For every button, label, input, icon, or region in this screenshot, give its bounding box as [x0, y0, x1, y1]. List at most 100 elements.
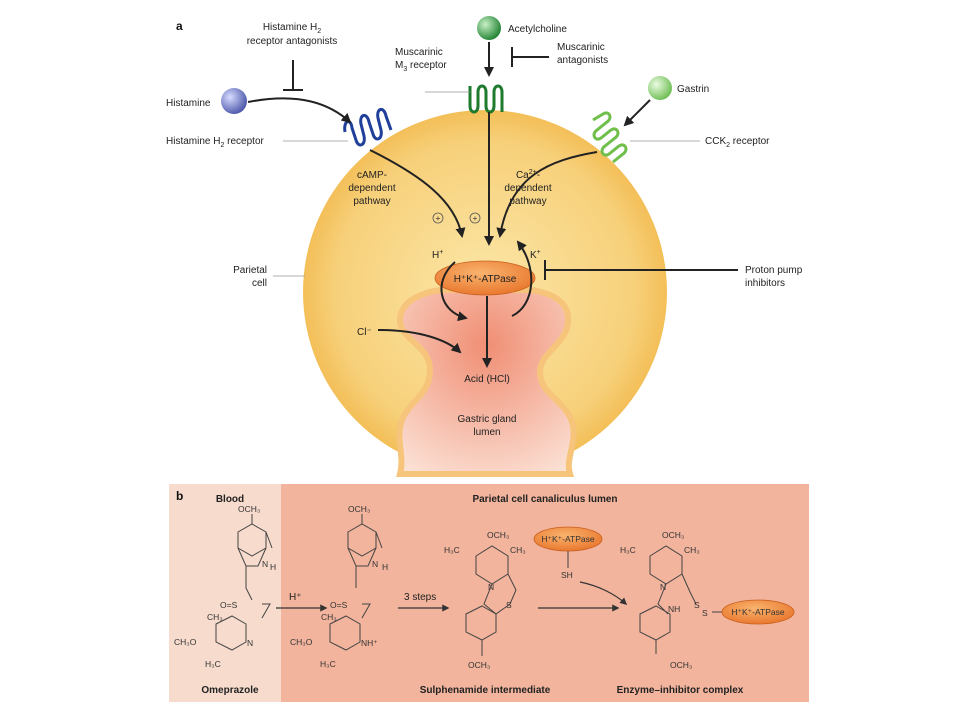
atpase-top-label: H⁺K⁺-ATPase [541, 534, 594, 544]
complex-label: Enzyme–inhibitor complex [617, 685, 744, 696]
sulphenamide-structure: OCH₃ H₃C CH₃ N S OCH₃ [444, 530, 526, 670]
omeprazole-structure: OCH₃ N H O=S CH₃ CH₃O H₃C N [174, 504, 276, 669]
cck2-receptor [592, 111, 628, 164]
om-n-2: N [247, 638, 253, 648]
ca-pathway-arrow [496, 151, 598, 238]
ppi-block [544, 260, 738, 280]
pr-h3c: H₃C [320, 659, 336, 669]
om-h3c: H₃C [205, 659, 221, 669]
su-h3c: H₃C [444, 545, 460, 555]
om-ch3o: CH₃O [174, 637, 197, 647]
atpase-right [721, 599, 795, 625]
pr-ch3: CH₃ [321, 612, 337, 622]
camp-label-2: dependent [348, 183, 395, 194]
ca-label-3: pathway [509, 196, 546, 207]
acid-label: Acid (HCl) [464, 374, 510, 385]
co-nh: NH [668, 604, 680, 614]
canaliculus-label: Parietal cell canaliculus lumen [472, 494, 617, 505]
blood-region [169, 484, 281, 702]
ppi-label-2: inhibitors [745, 278, 785, 289]
om-ch3-a: CH₃ [207, 612, 223, 622]
sulphenamide-label: Sulphenamide intermediate [420, 685, 551, 696]
co-s-2: S [702, 608, 708, 618]
co-s-1: S [694, 600, 700, 610]
camp-pathway-arrow [369, 149, 466, 238]
h2-antagonists-label: Histamine H2 [263, 22, 321, 35]
su-ch3: CH₃ [510, 545, 526, 555]
plus-m3: + [473, 213, 478, 223]
histamine-to-h2-arrow [247, 97, 352, 124]
camp-label-3: pathway [353, 196, 390, 207]
atpase-pump [434, 260, 536, 296]
plus-circle-m3 [469, 212, 481, 224]
co-och3: OCH₃ [662, 530, 684, 540]
pr-ch3o: CH₃O [290, 637, 313, 647]
k-plus-label: K+ [530, 249, 541, 261]
h-plus-reaction-label: H⁺ [289, 592, 302, 603]
h-plus-out-arrow [440, 261, 468, 322]
protonated-omeprazole-structure: OCH₃ N H O=S CH₃ CH₃O H₃C NH⁺ [290, 504, 388, 669]
muscarinic-m3-label-2: M3 receptor [395, 60, 447, 73]
pr-h: H [382, 562, 388, 572]
om-n-1: N [262, 559, 268, 569]
om-h: H [270, 562, 276, 572]
co-n-plus: N [660, 582, 666, 592]
blood-label: Blood [216, 494, 244, 505]
om-os: O=S [220, 600, 238, 610]
co-h3c: H₃C [620, 545, 636, 555]
lumen-label-2: lumen [473, 427, 500, 438]
k-plus-in-arrow [511, 240, 533, 317]
sh-attack-arrow [579, 581, 628, 605]
panel-a: a H⁺K⁺-ATPase [166, 16, 803, 477]
cl-label: Cl⁻ [357, 327, 372, 338]
muscarinic-m3-receptor [468, 84, 504, 114]
ca-label-2: dependent [504, 183, 551, 194]
gastrin-to-cck2-arrow [623, 99, 651, 127]
histamine-h2-receptor [343, 108, 393, 147]
su-och3-b: OCH₃ [468, 660, 490, 670]
atpase-right-label: H⁺K⁺-ATPase [731, 607, 784, 617]
muscarinic-antagonists-label-2: antagonists [557, 55, 608, 66]
cl-arrow [377, 329, 462, 354]
histamine-label: Histamine [166, 98, 211, 109]
histamine-ball [221, 88, 247, 114]
camp-label-1: cAMP- [357, 170, 387, 181]
acetylcholine-ball [477, 16, 501, 40]
gastrin-ball [648, 76, 672, 100]
pr-n: N [372, 559, 378, 569]
h-plus-label: H+ [432, 249, 443, 261]
panel-a-letter: a [176, 19, 183, 33]
acetylcholine-label: Acetylcholine [508, 24, 567, 35]
plus-camp: + [436, 213, 441, 223]
su-s: S [506, 600, 512, 610]
gastrin-label: Gastrin [677, 84, 709, 95]
parietal-label-2: cell [252, 278, 267, 289]
h2-antagonists-label-2: receptor antagonists [247, 36, 338, 47]
panel-b: b Blood Parietal cell canaliculus lumen … [169, 484, 809, 702]
parietal-label-1: Parietal [233, 265, 267, 276]
atpase-label: H⁺K⁺-ATPase [454, 274, 517, 285]
muscarinic-antagonists-label: Muscarinic [557, 42, 605, 53]
panel-b-letter: b [176, 489, 183, 503]
pr-nh-plus: NH⁺ [361, 638, 378, 648]
cck2-receptor-label: CCK2 receptor [705, 136, 770, 149]
plus-circle-camp [432, 212, 444, 224]
sh-label: SH [561, 570, 573, 580]
om-och3: OCH₃ [238, 504, 260, 514]
ppi-label-1: Proton pump [745, 265, 803, 276]
omeprazole-label: Omeprazole [201, 685, 259, 696]
complex-structure: OCH₃ H₃C CH₃ N NH S S OCH₃ [620, 530, 722, 670]
ca-label-1: Ca2+- [516, 169, 540, 181]
co-och3-b: OCH₃ [670, 660, 692, 670]
co-ch3: CH₃ [684, 545, 700, 555]
lumen-label-1: Gastric gland [458, 414, 517, 425]
h2-antagonist-block [283, 60, 303, 91]
su-och3: OCH₃ [487, 530, 509, 540]
pr-os: O=S [330, 600, 348, 610]
pr-och3: OCH₃ [348, 504, 370, 514]
h2-receptor-label: Histamine H2 receptor [166, 136, 265, 149]
muscarinic-m3-label: Muscarinic [395, 47, 443, 58]
three-steps-label: 3 steps [404, 592, 436, 603]
canaliculus-region [281, 484, 809, 702]
